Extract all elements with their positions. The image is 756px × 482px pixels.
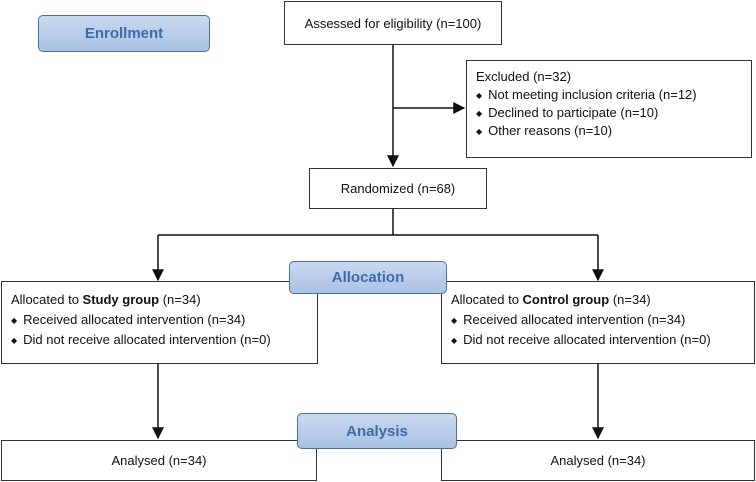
excluded-title: Excluded (n=32) [476, 69, 572, 84]
control-group-item: ◆Received allocated intervention (n=34) [451, 312, 686, 327]
assessed-box: Assessed for eligibility (n=100) [284, 1, 502, 45]
stage-analysis: Analysis [297, 413, 457, 449]
study-analysed-text: Analysed (n=34) [111, 453, 207, 468]
assessed-text: Assessed for eligibility (n=100) [304, 15, 482, 31]
stage-enrollment: Enrollment [38, 15, 210, 52]
bullet-icon: ◆ [451, 336, 458, 345]
study-group-item: ◆Received allocated intervention (n=34) [11, 312, 246, 327]
study-group-name: Study group [82, 292, 160, 307]
control-analysed-text: Analysed (n=34) [550, 453, 646, 468]
study-group-title: Allocated to Study group (n=34) [11, 292, 201, 307]
bullet-icon: ◆ [451, 316, 458, 325]
control-group-box: Allocated to Control group (n=34) ◆Recei… [441, 281, 755, 364]
control-analysed-box: Analysed (n=34) [441, 440, 755, 481]
bullet-icon: ◆ [476, 91, 483, 100]
stage-allocation: Allocation [289, 261, 447, 294]
excluded-item: ◆Declined to participate (n=10) [476, 105, 659, 120]
study-analysed-box: Analysed (n=34) [1, 440, 317, 481]
randomized-box: Randomized (n=68) [309, 168, 487, 209]
control-group-item: ◆Did not receive allocated intervention … [451, 332, 711, 347]
control-group-title: Allocated to Control group (n=34) [451, 292, 651, 307]
randomized-text: Randomized (n=68) [340, 181, 456, 196]
stage-enrollment-label: Enrollment [84, 25, 164, 42]
bullet-icon: ◆ [11, 336, 18, 345]
bullet-icon: ◆ [11, 316, 18, 325]
excluded-item: ◆Other reasons (n=10) [476, 123, 613, 138]
control-group-name: Control group [522, 292, 610, 307]
excluded-item: ◆Not meeting inclusion criteria (n=12) [476, 87, 697, 102]
bullet-icon: ◆ [476, 109, 483, 118]
stage-allocation-label: Allocation [331, 269, 405, 286]
stage-analysis-label: Analysis [346, 422, 408, 440]
study-group-item: ◆Did not receive allocated intervention … [11, 332, 271, 347]
study-group-box: Allocated to Study group (n=34) ◆Receive… [1, 281, 318, 364]
bullet-icon: ◆ [476, 127, 483, 136]
excluded-box: Excluded (n=32) ◆Not meeting inclusion c… [466, 60, 752, 158]
